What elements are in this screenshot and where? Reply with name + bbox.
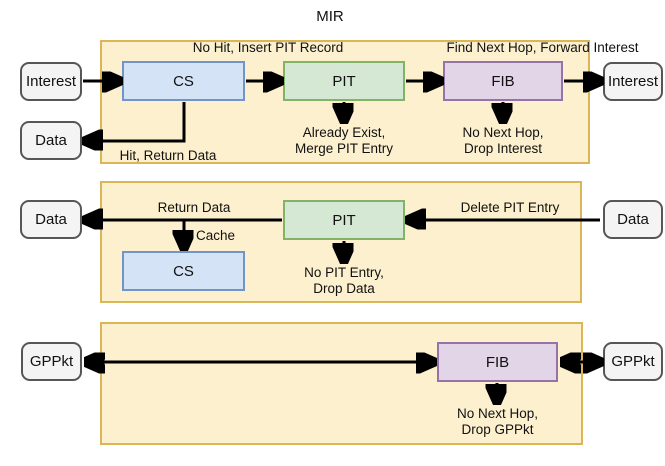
table-cs-data-label: CS bbox=[173, 262, 194, 280]
endbox-data-out-label: Data bbox=[35, 132, 67, 149]
label-fib-no-next-hop-gppkt-line1: No Next Hop, bbox=[456, 406, 539, 421]
endbox-data-right-in: Data bbox=[603, 200, 663, 239]
endbox-gppkt-right-label: GPPkt bbox=[611, 353, 655, 370]
label-pit-no-entry-drop-data: No PIT Entry, Drop Data bbox=[285, 265, 403, 297]
table-pit-data-label: PIT bbox=[332, 211, 356, 229]
label-fib-no-next-hop-interest: No Next Hop, Drop Interest bbox=[443, 125, 563, 157]
table-cs-interest: CS bbox=[122, 61, 245, 101]
table-cs-interest-label: CS bbox=[173, 72, 194, 90]
endbox-interest-out: Interest bbox=[603, 62, 663, 101]
label-no-hit-insert-pit-record: No Hit, Insert PIT Record bbox=[192, 40, 344, 55]
label-pit-no-entry-drop-data-line1: No PIT Entry, bbox=[304, 265, 384, 280]
table-fib-interest-label: FIB bbox=[491, 72, 515, 90]
diagram-title: MIR bbox=[316, 8, 344, 25]
endbox-data-left-out-label: Data bbox=[35, 211, 67, 228]
label-find-next-hop-forward-interest: Find Next Hop, Forward Interest bbox=[446, 40, 639, 55]
label-delete-pit-entry: Delete PIT Entry bbox=[460, 200, 560, 215]
label-pit-already-exist-line2: Merge PIT Entry bbox=[294, 141, 394, 156]
label-hit-return-data: Hit, Return Data bbox=[119, 148, 217, 163]
endbox-gppkt-left: GPPkt bbox=[21, 342, 82, 381]
label-pit-already-exist-line1: Already Exist, bbox=[302, 125, 386, 140]
table-pit-interest-label: PIT bbox=[332, 72, 356, 90]
endbox-data-out: Data bbox=[20, 121, 82, 160]
label-fib-no-next-hop-gppkt: No Next Hop, Drop GPPkt bbox=[437, 406, 558, 438]
label-pit-already-exist: Already Exist, Merge PIT Entry bbox=[278, 125, 410, 157]
label-fib-no-next-hop-interest-line2: Drop Interest bbox=[463, 141, 543, 156]
endbox-interest-out-label: Interest bbox=[607, 73, 659, 90]
table-fib-gppkt-label: FIB bbox=[485, 353, 510, 371]
endbox-interest-in-label: Interest bbox=[25, 73, 77, 90]
table-cs-data: CS bbox=[122, 251, 245, 291]
label-fib-no-next-hop-gppkt-line2: Drop GPPkt bbox=[461, 422, 534, 437]
label-pit-no-entry-drop-data-line2: Drop Data bbox=[313, 281, 375, 296]
label-cache: Cache bbox=[196, 228, 236, 243]
table-pit-data: PIT bbox=[283, 200, 405, 240]
label-return-data: Return Data bbox=[157, 200, 231, 215]
endbox-gppkt-right: GPPkt bbox=[603, 342, 663, 381]
endbox-interest-in: Interest bbox=[20, 62, 82, 101]
table-fib-interest: FIB bbox=[443, 61, 563, 101]
table-fib-gppkt: FIB bbox=[437, 342, 558, 382]
label-fib-no-next-hop-interest-line1: No Next Hop, bbox=[462, 125, 544, 140]
table-pit-interest: PIT bbox=[283, 61, 405, 101]
endbox-data-left-out: Data bbox=[20, 200, 82, 239]
endbox-gppkt-left-label: GPPkt bbox=[29, 353, 74, 370]
endbox-data-right-in-label: Data bbox=[617, 211, 649, 228]
